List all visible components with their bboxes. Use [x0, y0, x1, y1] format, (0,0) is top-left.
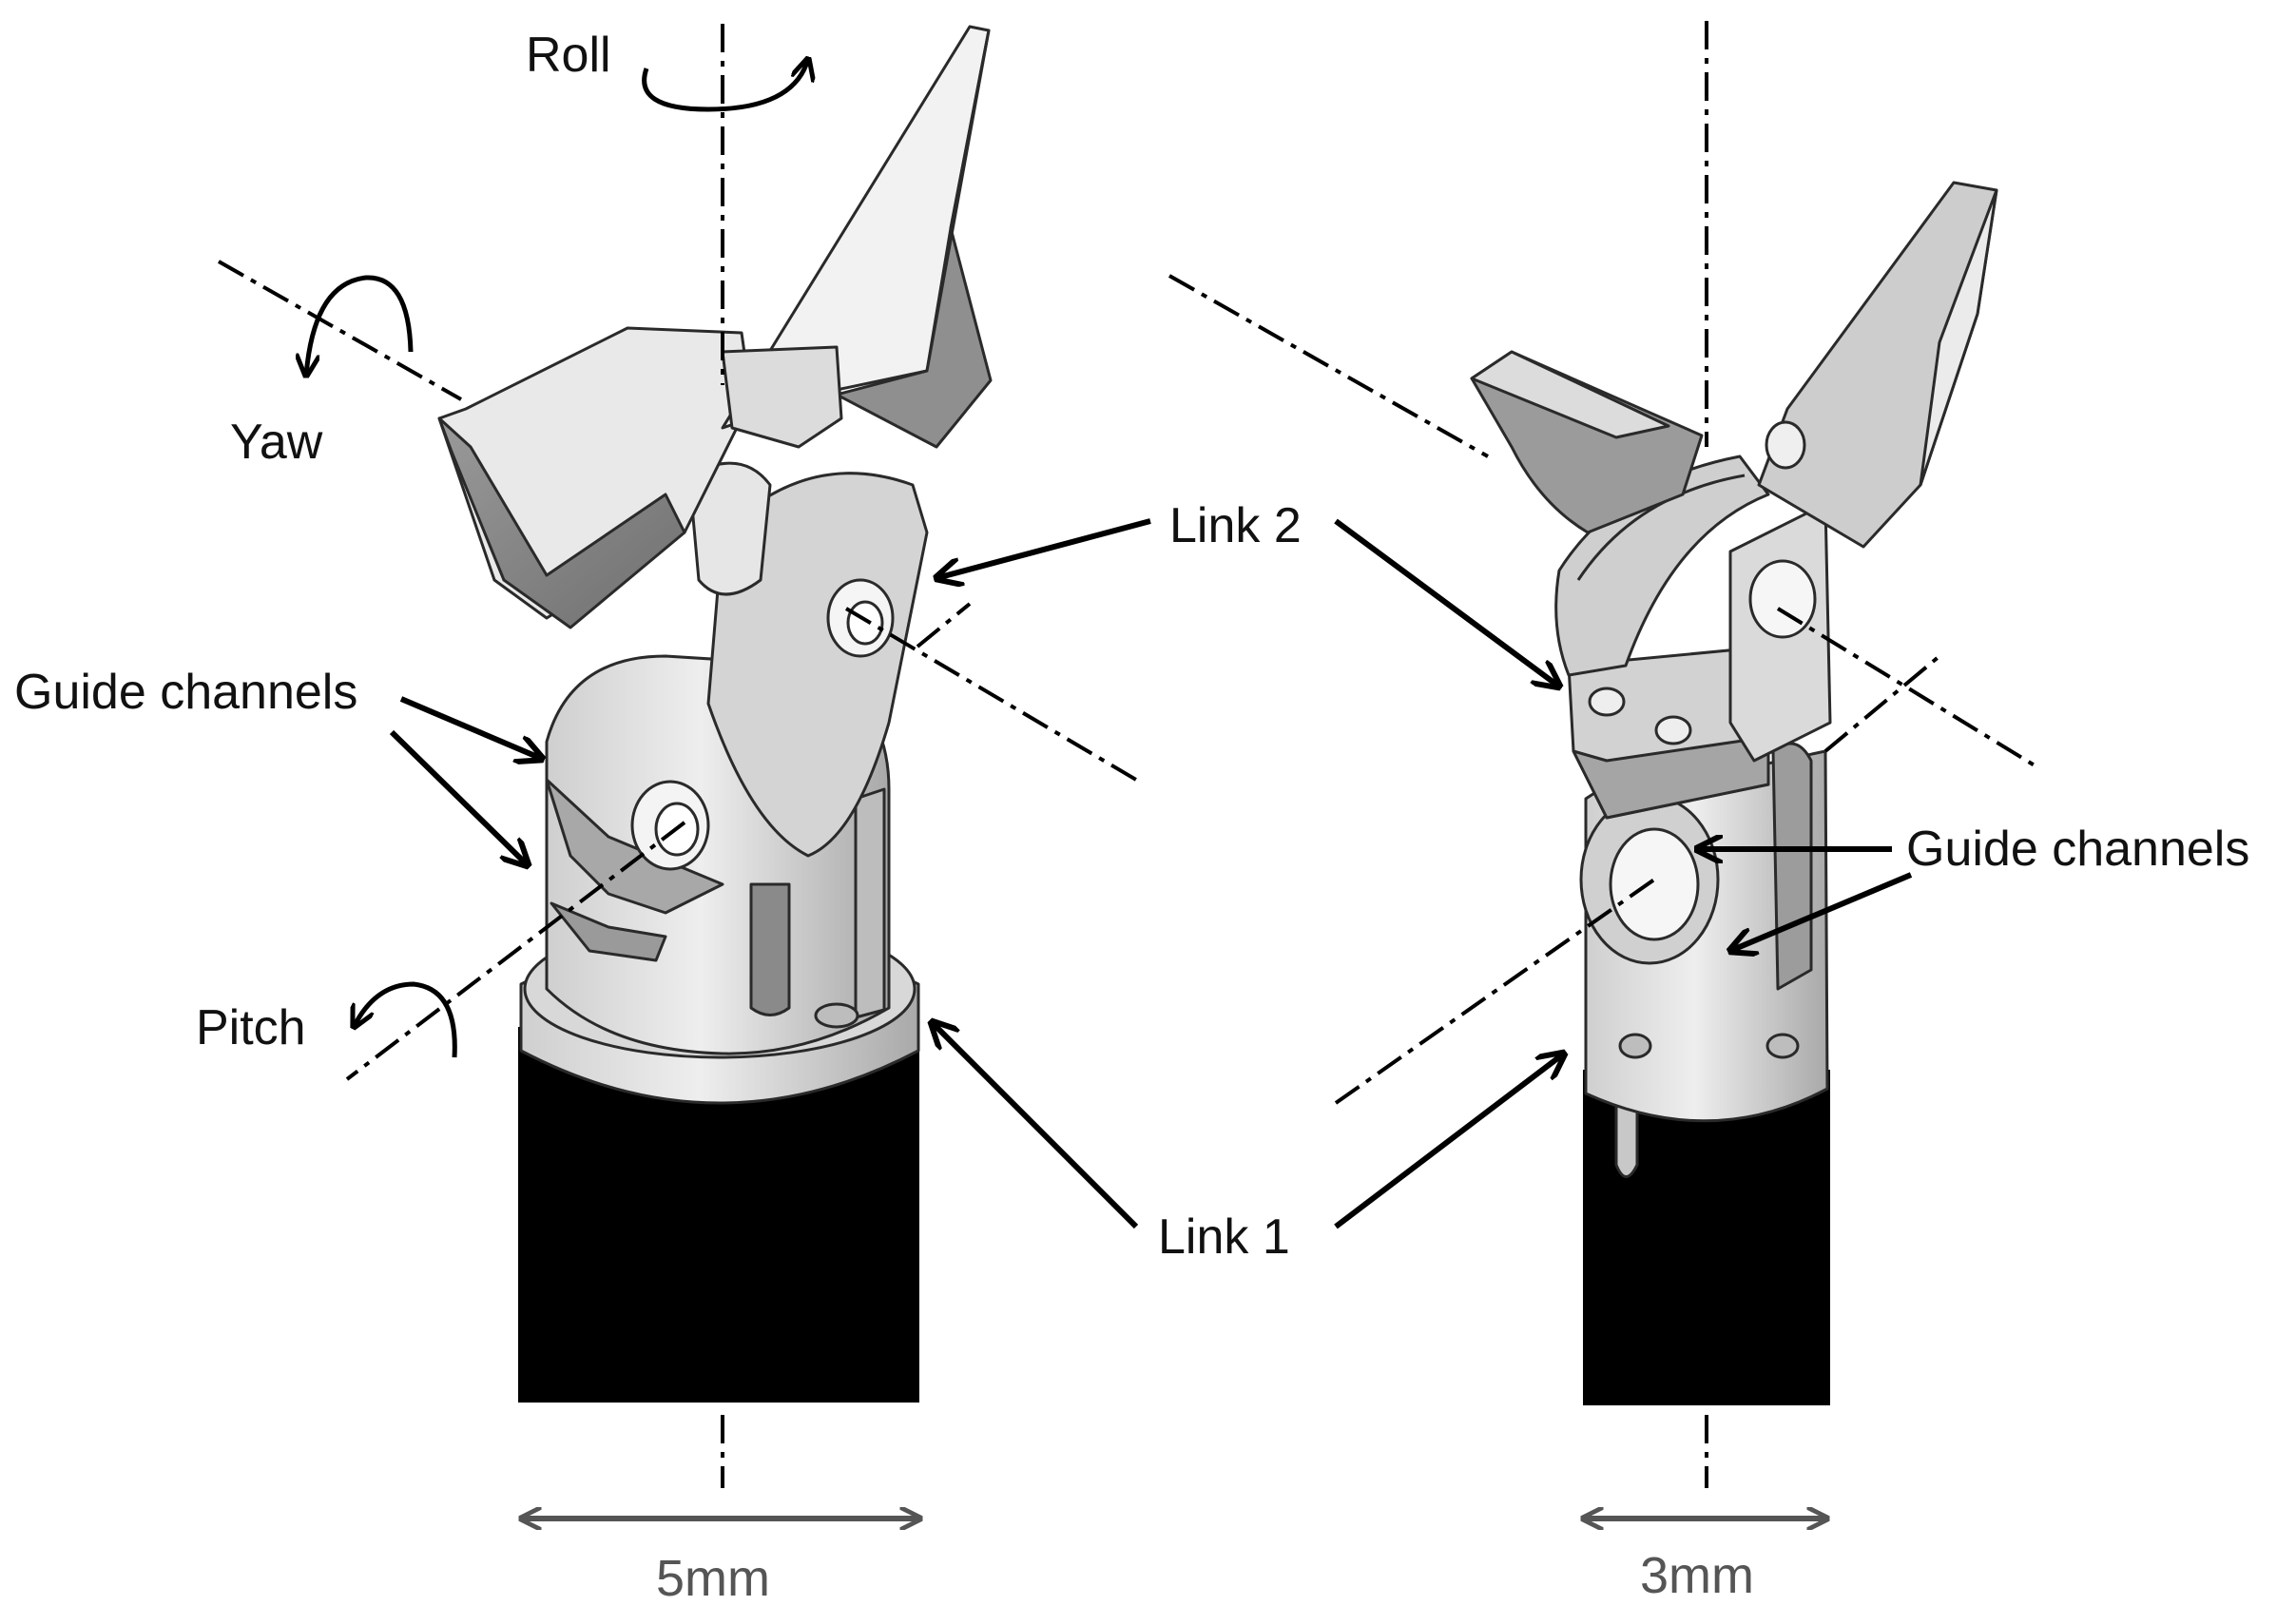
right-base-hole-2	[1765, 1033, 1800, 1059]
pitch-label: Pitch	[196, 1000, 306, 1055]
guide-channels-label-left: Guide channels	[14, 665, 357, 720]
roll-rotation-arrow	[642, 59, 808, 112]
right-pitch-axis-stub	[1823, 654, 1941, 753]
link2-leader-left	[936, 518, 1151, 578]
right-link2-hole-a	[1588, 687, 1626, 717]
link1-label: Link 1	[1158, 1209, 1290, 1265]
left-jaw-root	[721, 345, 843, 449]
right-pulley-groove	[1576, 474, 1746, 581]
left-link1-slot-a	[749, 882, 791, 1016]
right-guide-hub-inner	[1609, 827, 1700, 941]
left-link2-axis	[844, 607, 1138, 782]
right-jaw-hole	[1765, 420, 1806, 470]
left-guide-channel-cut-lower	[550, 901, 667, 962]
left-link2-axis-stub	[916, 602, 972, 648]
yaw-label: Yaw	[230, 415, 323, 470]
left-jaw-left-face	[437, 416, 686, 629]
left-instrument	[437, 25, 993, 1403]
left-jaw-right-face	[835, 29, 993, 449]
link1-leader-right	[1334, 1054, 1564, 1229]
right-instrument	[1470, 181, 1998, 1405]
link2-label: Link 2	[1169, 498, 1302, 553]
left-small-hole	[814, 1002, 859, 1029]
roll-label: Roll	[526, 28, 611, 83]
left-link2-hole-inner	[846, 600, 884, 646]
right-dimension-label: 3mm	[1640, 1547, 1754, 1604]
right-jaw-right-edge	[1919, 188, 1998, 487]
right-base-hole	[1618, 1033, 1652, 1059]
right-link1-slot	[1771, 742, 1813, 991]
right-yaw-axis	[1168, 274, 1489, 458]
right-link2-hole	[1748, 559, 1817, 639]
guide-channels-label-right: Guide channels	[1906, 822, 2249, 877]
guide-channels-leader-left-a	[399, 696, 542, 759]
left-guide-channel-cut	[545, 778, 724, 915]
left-pitch-axis	[345, 821, 686, 1081]
right-link2-block-face	[1572, 735, 1770, 820]
left-link1-slot-b	[854, 787, 886, 1019]
guide-channels-leader-left-b	[389, 729, 528, 865]
guide-channels-leader-right-b	[1730, 872, 1913, 951]
left-dimension-label: 5mm	[656, 1550, 770, 1606]
right-jaw-left-top	[1470, 350, 1670, 439]
yaw-rotation-arrow	[306, 275, 414, 376]
left-yaw-axis	[218, 260, 462, 401]
link1-leader-left	[932, 1022, 1139, 1229]
link2-leader-right	[1334, 518, 1559, 687]
pitch-rotation-arrow	[354, 981, 457, 1058]
right-pitch-axis	[1334, 878, 1656, 1105]
right-link2-hole-b	[1654, 715, 1692, 745]
